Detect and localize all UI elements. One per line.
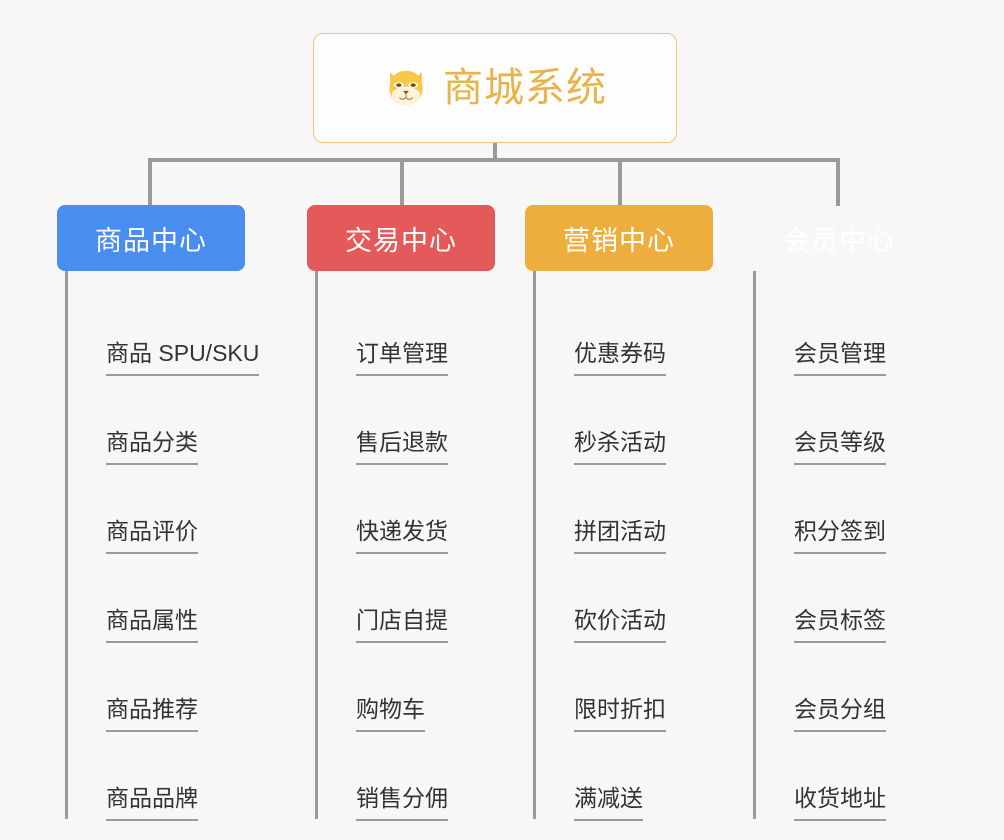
category-label: 商品中心	[95, 225, 207, 256]
list-item-label: 满减送	[574, 784, 643, 821]
list-item-label: 商品推荐	[106, 695, 198, 732]
list-item[interactable]: 会员标签	[756, 554, 933, 643]
list-item[interactable]: 会员等级	[756, 376, 933, 465]
list-item[interactable]: 砍价活动	[536, 554, 713, 643]
list-item[interactable]: 门店自提	[318, 554, 495, 643]
list-item[interactable]: 秒杀活动	[536, 376, 713, 465]
list-item[interactable]: 会员分组	[756, 643, 933, 732]
list-item-label: 快递发货	[356, 517, 448, 554]
list-item[interactable]: 满减送	[536, 732, 713, 821]
category-label: 营销中心	[563, 225, 675, 256]
list-item[interactable]: 售后退款	[318, 376, 495, 465]
branch-list-product-center: 商品 SPU/SKU 商品分类 商品评价 商品属性 商品推荐 商品品牌	[65, 271, 260, 821]
list-item[interactable]: 商品品牌	[68, 732, 245, 821]
list-item-label: 商品品牌	[106, 784, 198, 821]
list-item[interactable]: 快递发货	[318, 465, 495, 554]
root-title: 商城系统	[443, 66, 607, 110]
list-item[interactable]: 商品推荐	[68, 643, 245, 732]
list-item-label: 商品评价	[106, 517, 198, 554]
list-item-label: 秒杀活动	[574, 428, 666, 465]
connector-root-stub	[493, 143, 497, 161]
list-item-label: 会员分组	[794, 695, 886, 732]
branch-list-marketing-center: 优惠券码 秒杀活动 拼团活动 砍价活动 限时折扣 满减送	[533, 271, 713, 821]
list-item-label: 会员管理	[794, 339, 886, 376]
list-item-label: 会员等级	[794, 428, 886, 465]
list-item[interactable]: 优惠券码	[536, 287, 713, 376]
category-header-trade-center[interactable]: 交易中心	[307, 205, 495, 271]
list-item-label: 销售分佣	[356, 784, 448, 821]
list-item-label: 商品 SPU/SKU	[106, 339, 260, 376]
list-item[interactable]: 收货地址	[756, 732, 933, 821]
list-item[interactable]: 订单管理	[318, 287, 495, 376]
list-item[interactable]: 商品评价	[68, 465, 245, 554]
list-item-label: 限时折扣	[574, 695, 666, 732]
connector-horizontal-bar	[148, 158, 840, 162]
list-item[interactable]: 限时折扣	[536, 643, 713, 732]
category-label: 会员中心	[783, 225, 895, 256]
list-item[interactable]: 商品分类	[68, 376, 245, 465]
category-header-product-center[interactable]: 商品中心	[57, 205, 245, 271]
list-item-label: 购物车	[356, 695, 425, 732]
category-header-member-center[interactable]: 会员中心	[745, 205, 933, 271]
list-item-label: 订单管理	[356, 339, 448, 376]
list-item-label: 砍价活动	[574, 606, 666, 643]
list-item-label: 门店自提	[356, 606, 448, 643]
connector-drop-3	[618, 158, 622, 206]
list-item-label: 会员标签	[794, 606, 886, 643]
list-item[interactable]: 购物车	[318, 643, 495, 732]
category-label: 交易中心	[345, 225, 457, 256]
list-item[interactable]: 拼团活动	[536, 465, 713, 554]
list-item-label: 积分签到	[794, 517, 886, 554]
column-product-center: 商品中心 商品 SPU/SKU 商品分类 商品评价 商品属性 商品推荐 商品品牌	[57, 205, 260, 821]
list-item-label: 拼团活动	[574, 517, 666, 554]
list-item[interactable]: 商品 SPU/SKU	[68, 287, 260, 376]
list-item[interactable]: 商品属性	[68, 554, 245, 643]
column-marketing-center: 营销中心 优惠券码 秒杀活动 拼团活动 砍价活动 限时折扣 满减送	[525, 205, 713, 821]
list-item-label: 商品分类	[106, 428, 198, 465]
list-item-label: 商品属性	[106, 606, 198, 643]
connector-drop-4	[836, 158, 840, 206]
connector-drop-1	[148, 158, 152, 206]
column-trade-center: 交易中心 订单管理 售后退款 快递发货 门店自提 购物车 销售分佣	[307, 205, 495, 821]
shiba-dog-face-icon	[389, 70, 423, 106]
column-member-center: 会员中心 会员管理 会员等级 积分签到 会员标签 会员分组 收货地址	[745, 205, 933, 821]
list-item[interactable]: 销售分佣	[318, 732, 495, 821]
list-item[interactable]: 积分签到	[756, 465, 933, 554]
list-item-label: 售后退款	[356, 428, 448, 465]
branch-list-trade-center: 订单管理 售后退款 快递发货 门店自提 购物车 销售分佣	[315, 271, 495, 821]
list-item-label: 优惠券码	[574, 339, 666, 376]
category-header-marketing-center[interactable]: 营销中心	[525, 205, 713, 271]
connector-drop-2	[400, 158, 404, 206]
list-item[interactable]: 会员管理	[756, 287, 933, 376]
list-item-label: 收货地址	[794, 784, 886, 821]
root-node[interactable]: 商城系统	[313, 33, 677, 143]
branch-list-member-center: 会员管理 会员等级 积分签到 会员标签 会员分组 收货地址	[753, 271, 933, 821]
